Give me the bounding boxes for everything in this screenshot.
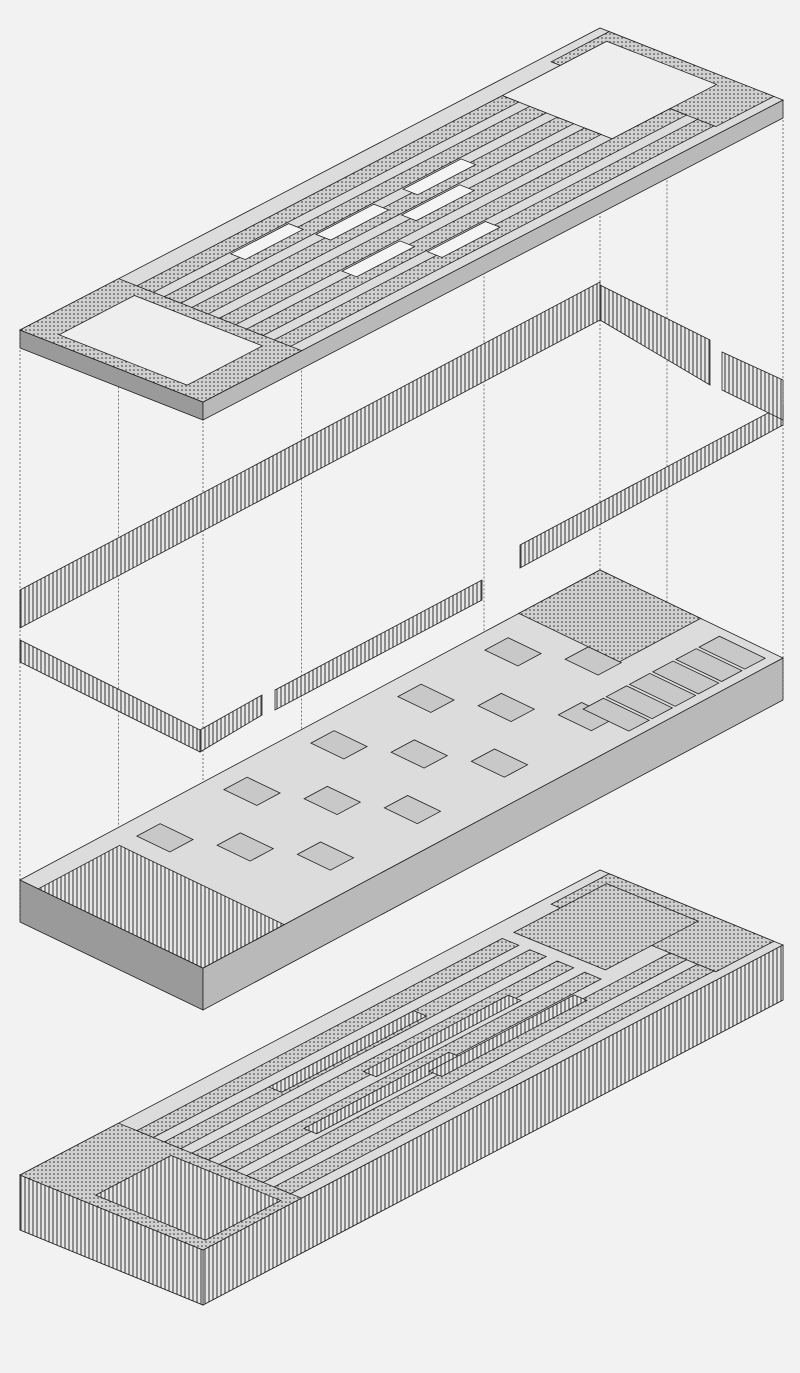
roof-layer [19, 27, 784, 421]
roof-skylight-0 [229, 223, 305, 260]
roof-skylight-5 [426, 221, 502, 258]
building-stair-left [94, 1155, 282, 1241]
room-partition-9 [397, 683, 455, 713]
building-roof-strip-5 [273, 963, 715, 1195]
room-partition-7 [390, 739, 449, 769]
roof-opening-left [58, 295, 264, 386]
room-cell-2 [628, 673, 697, 707]
floor-plan-layer [19, 569, 784, 1011]
room-cell-0 [582, 697, 651, 732]
roof-skylight-4 [402, 158, 477, 196]
room-partition-8 [470, 748, 529, 778]
louvre-screen-1 [19, 639, 201, 753]
louvre-screen-6 [721, 351, 784, 421]
room-partition-5 [383, 795, 442, 825]
room-cell-3 [651, 660, 720, 695]
louvre-screen-2 [199, 694, 263, 753]
room-partition-6 [310, 730, 368, 760]
building-roof-strip-0 [135, 938, 520, 1138]
floor-stair-right [517, 569, 702, 663]
roof-skylight-2 [400, 184, 476, 222]
building-clerestory-0 [267, 1010, 428, 1093]
room-partition-12 [484, 637, 542, 667]
room-partition-1 [216, 832, 275, 862]
roof-strip-5 [273, 118, 715, 347]
floor-stair-left [37, 844, 286, 969]
building-clerestory-1 [362, 994, 523, 1078]
louvre-screen-4 [519, 404, 784, 569]
roof-strip-4 [245, 108, 688, 336]
room-partition-2 [296, 841, 355, 871]
building-courtyard-right [512, 883, 700, 971]
assembled-building [19, 869, 784, 1306]
roof-strip-0 [135, 95, 520, 293]
louvre-screen-layer [19, 281, 784, 753]
building-clerestory-3 [428, 994, 588, 1077]
louvre-screen-3 [274, 579, 483, 711]
louvre-screen-5 [599, 284, 711, 386]
room-partition-4 [303, 785, 362, 816]
roof-opening-right [501, 40, 718, 140]
room-cell-1 [605, 685, 674, 720]
building-roof-strip-3 [218, 971, 603, 1172]
roof-skylight-1 [315, 203, 390, 241]
room-partition-10 [477, 692, 536, 723]
room-partition-3 [223, 776, 281, 806]
room-partition-0 [136, 823, 194, 853]
room-cell-5 [698, 635, 767, 670]
room-cell-4 [675, 648, 743, 682]
roof-skylight-3 [340, 240, 416, 278]
room-partition-13 [564, 646, 623, 676]
roof-strip-1 [163, 105, 548, 304]
